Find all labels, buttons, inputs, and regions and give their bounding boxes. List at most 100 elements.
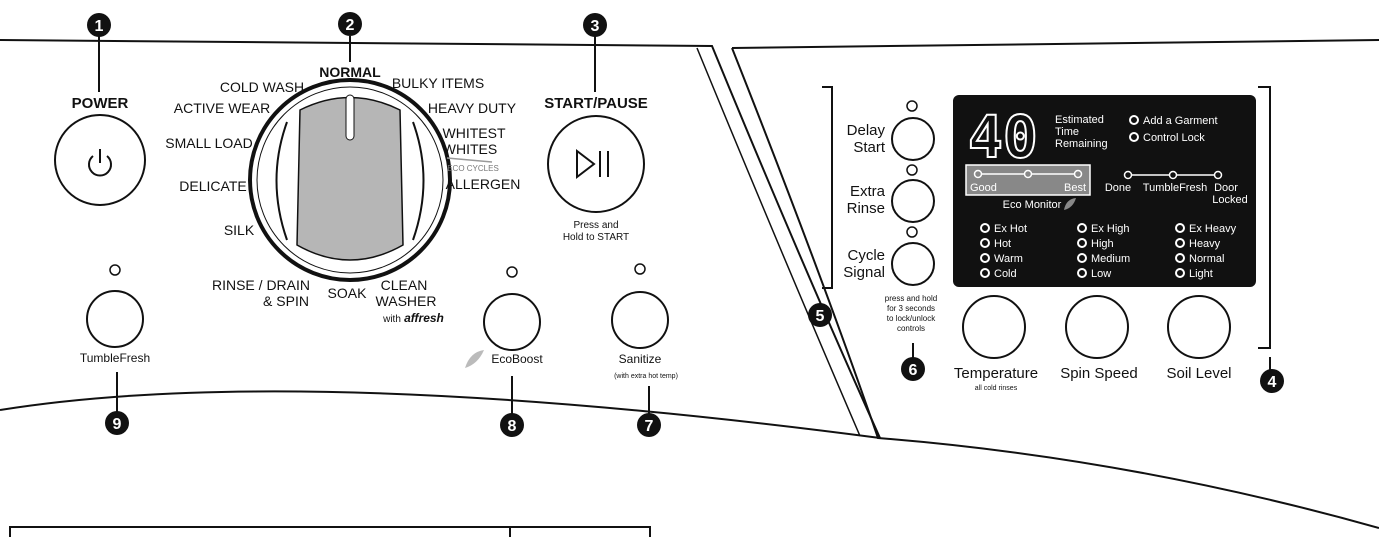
tumblefresh-label: TumbleFresh [80, 351, 150, 365]
dial-rinse-drain-line1: RINSE / DRAIN [212, 277, 310, 293]
callout-8: 8 [500, 413, 524, 437]
cycle-signal-label-line1: Cycle [847, 247, 885, 264]
svg-text:3: 3 [591, 18, 600, 35]
svg-text:5: 5 [816, 308, 825, 325]
spin-speed-button[interactable] [1065, 295, 1129, 359]
dial-clean-washer-line2: WASHER [376, 293, 437, 309]
extra-rinse-label-line1: Extra [850, 183, 886, 200]
callout-4: 4 [1260, 369, 1284, 393]
lock-note-line2: for 3 seconds [887, 304, 935, 313]
soil-level-normal: Normal [1189, 253, 1224, 265]
callout-1: 1 [87, 13, 111, 37]
soil-level-heavy: Heavy [1189, 238, 1221, 250]
svg-text:1: 1 [95, 18, 104, 35]
panel-divider-curve [696, 47, 861, 437]
start-pause-note-line1: Press and [573, 220, 618, 231]
dial-soak: SOAK [328, 285, 368, 301]
temperature-label: Temperature [954, 365, 1038, 382]
dial-rinse-drain-line2: & SPIN [263, 293, 309, 309]
tumblefresh-status-label: TumbleFresh [1143, 182, 1207, 194]
sanitize-note: (with extra hot temp) [614, 373, 678, 380]
done-indicator [1123, 170, 1133, 180]
svg-text:7: 7 [645, 418, 654, 435]
left-panel-bottom-curve [0, 390, 881, 439]
extra-rinse-indicator-light [906, 164, 918, 176]
callout-2: 2 [338, 12, 362, 36]
callout-5: 5 [808, 303, 832, 327]
power-button[interactable] [54, 114, 146, 206]
dial-eco-cycles: ECO CYCLES [447, 164, 499, 173]
soil-level-light: Light [1189, 268, 1213, 280]
ecoboost-button[interactable] [483, 293, 541, 351]
power-icon [88, 155, 112, 177]
power-label: POWER [72, 95, 129, 112]
temperature-button[interactable] [962, 295, 1026, 359]
tumblefresh-indicator-light [109, 264, 121, 276]
lock-note-line3: to lock/unlock [887, 314, 936, 323]
dial-whitest-line1: WHITEST [443, 125, 506, 141]
spin-speed-label: Spin Speed [1060, 365, 1138, 382]
add-garment-label: Add a Garment [1143, 115, 1218, 127]
callout-9: 9 [105, 411, 129, 435]
svg-text:8: 8 [508, 418, 517, 435]
start-pause-note-line2: Hold to START [563, 232, 629, 243]
lock-note-line1: press and hold [885, 294, 937, 303]
control-lock-indicator [1129, 132, 1139, 142]
extra-rinse-label-line2: Rinse [847, 200, 885, 217]
sanitize-button[interactable] [611, 291, 669, 349]
temp-level-ex-hot: Ex Hot [994, 223, 1027, 235]
dial-active-wear: ACTIVE WEAR [174, 100, 270, 116]
estimated-label-line2: Time [1055, 126, 1079, 138]
svg-text:6: 6 [909, 362, 918, 379]
dial-knob-grip [296, 96, 404, 261]
dial-small-load: SMALL LOAD [165, 135, 252, 151]
tumblefresh-status-indicator [1168, 170, 1178, 180]
dial-heavy-duty: HEAVY DUTY [428, 100, 517, 116]
eco-monitor-best: Best [1064, 182, 1086, 194]
add-garment-indicator [1129, 115, 1139, 125]
dial-allergen: ALLERGEN [446, 176, 521, 192]
temp-level-cold: Cold [994, 268, 1017, 280]
dial-silk: SILK [224, 222, 255, 238]
ecoboost-indicator-light [506, 266, 518, 278]
spin-level-ex-high: Ex High [1091, 223, 1130, 235]
estimated-label-line1: Estimated [1055, 114, 1104, 126]
left-panel-outline [0, 39, 881, 439]
door-locked-indicator [1213, 170, 1223, 180]
cycle-signal-label-line2: Signal [843, 264, 885, 281]
spin-level-medium: Medium [1091, 253, 1130, 265]
eco-cycles-rule [446, 157, 493, 163]
temperature-levels: Ex Hot Hot Warm Cold [980, 223, 1027, 280]
delay-start-label-line1: Delay [847, 122, 886, 139]
time-remaining-digits: 40 [968, 103, 1038, 171]
right-panel-top-edge [731, 39, 1379, 49]
callout-3: 3 [583, 13, 607, 37]
eco-monitor-leaf-icon [1064, 198, 1076, 210]
spin-level-low: Low [1091, 268, 1111, 280]
svg-text:4: 4 [1268, 374, 1277, 391]
cycle-signal-button[interactable] [891, 242, 935, 286]
play-pause-icon [576, 148, 596, 180]
delay-start-indicator-light [906, 100, 918, 112]
dial-cold-wash: COLD WASH [220, 79, 304, 95]
affresh-logo: affresh [404, 311, 444, 325]
soil-level-button[interactable] [1167, 295, 1231, 359]
delay-start-button[interactable] [891, 117, 935, 161]
dial-bulky-items: BULKY ITEMS [392, 75, 484, 91]
callout-leaders [98, 36, 1271, 415]
door-locked-label-line1: Door [1214, 182, 1238, 194]
dial-pointer [345, 94, 355, 141]
extra-rinse-button[interactable] [891, 179, 935, 223]
start-pause-label: START/PAUSE [544, 95, 648, 112]
cycle-selector-dial[interactable] [248, 78, 452, 282]
done-label: Done [1105, 182, 1131, 194]
eco-monitor-label: Eco Monitor [1003, 199, 1062, 211]
tumblefresh-button[interactable] [86, 290, 144, 348]
temp-level-hot: Hot [994, 238, 1011, 250]
spin-level-high: High [1091, 238, 1114, 250]
status-display-panel: 40 Estimated Time Remaining Add a Garmen… [953, 95, 1256, 287]
callout-7: 7 [637, 413, 661, 437]
start-pause-button[interactable] [547, 115, 645, 213]
soil-level-label: Soil Level [1166, 365, 1231, 382]
